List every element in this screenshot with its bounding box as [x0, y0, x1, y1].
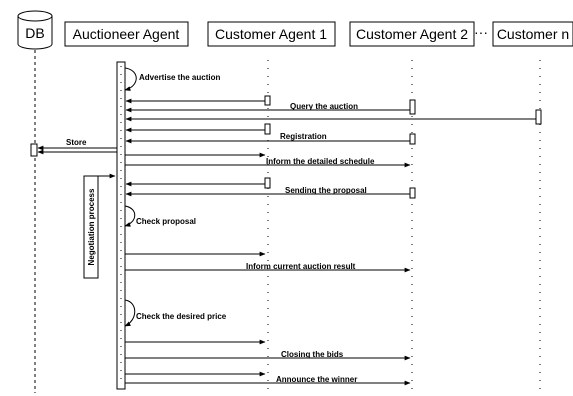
self-call-check-price [124, 299, 136, 327]
message-store-label: Store [66, 138, 87, 147]
self-call-check-proposal [124, 205, 136, 227]
participant-customer-n-label: Customer n [497, 26, 569, 42]
database-icon-top [17, 10, 53, 22]
db-activation [30, 143, 38, 157]
participant-customer1-box [207, 21, 336, 47]
message-schedule-label: Inform the detailed schedule [266, 157, 375, 166]
customer1-activation [264, 177, 271, 189]
customer1-activation [264, 123, 271, 135]
participant-customer-n-box [492, 21, 573, 47]
message-check-proposal-label: Check proposal [136, 217, 196, 226]
negotiation-fragment [83, 175, 99, 279]
customer2-activation [409, 99, 416, 115]
customer2-activation [409, 133, 416, 145]
self-call-advertise [124, 67, 137, 91]
participant-db-label: DB [25, 25, 44, 41]
participant-db: DB [17, 10, 53, 50]
customer2-activation [409, 187, 416, 199]
auctioneer-activation-bar [116, 61, 126, 390]
customer-n-activation [535, 109, 542, 125]
message-advertise-label: Advertise the auction [139, 73, 220, 82]
participant-auctioneer-label: Auctioneer Agent [73, 26, 180, 42]
participant-ellipsis: ··· [474, 24, 488, 40]
participant-customer2-label: Customer Agent 2 [356, 26, 468, 42]
participant-customer2-box [349, 21, 475, 47]
message-query-label: Query the auction [290, 102, 358, 111]
message-proposal-label: Sending the proposal [285, 186, 367, 195]
message-result-label: Inform current auction result [246, 262, 356, 271]
message-check-price-label: Check the desired price [136, 312, 227, 321]
participant-customer1-label: Customer Agent 1 [215, 26, 327, 42]
message-registration-label: Registration [280, 132, 327, 141]
customer1-activation [264, 95, 271, 106]
message-announce-label: Announce the winner [276, 375, 357, 384]
message-closing-label: Closing the bids [281, 350, 344, 359]
participant-auctioneer-box [64, 21, 189, 47]
negotiation-fragment-label: Negotiation process [87, 188, 96, 265]
database-icon [17, 16, 53, 50]
